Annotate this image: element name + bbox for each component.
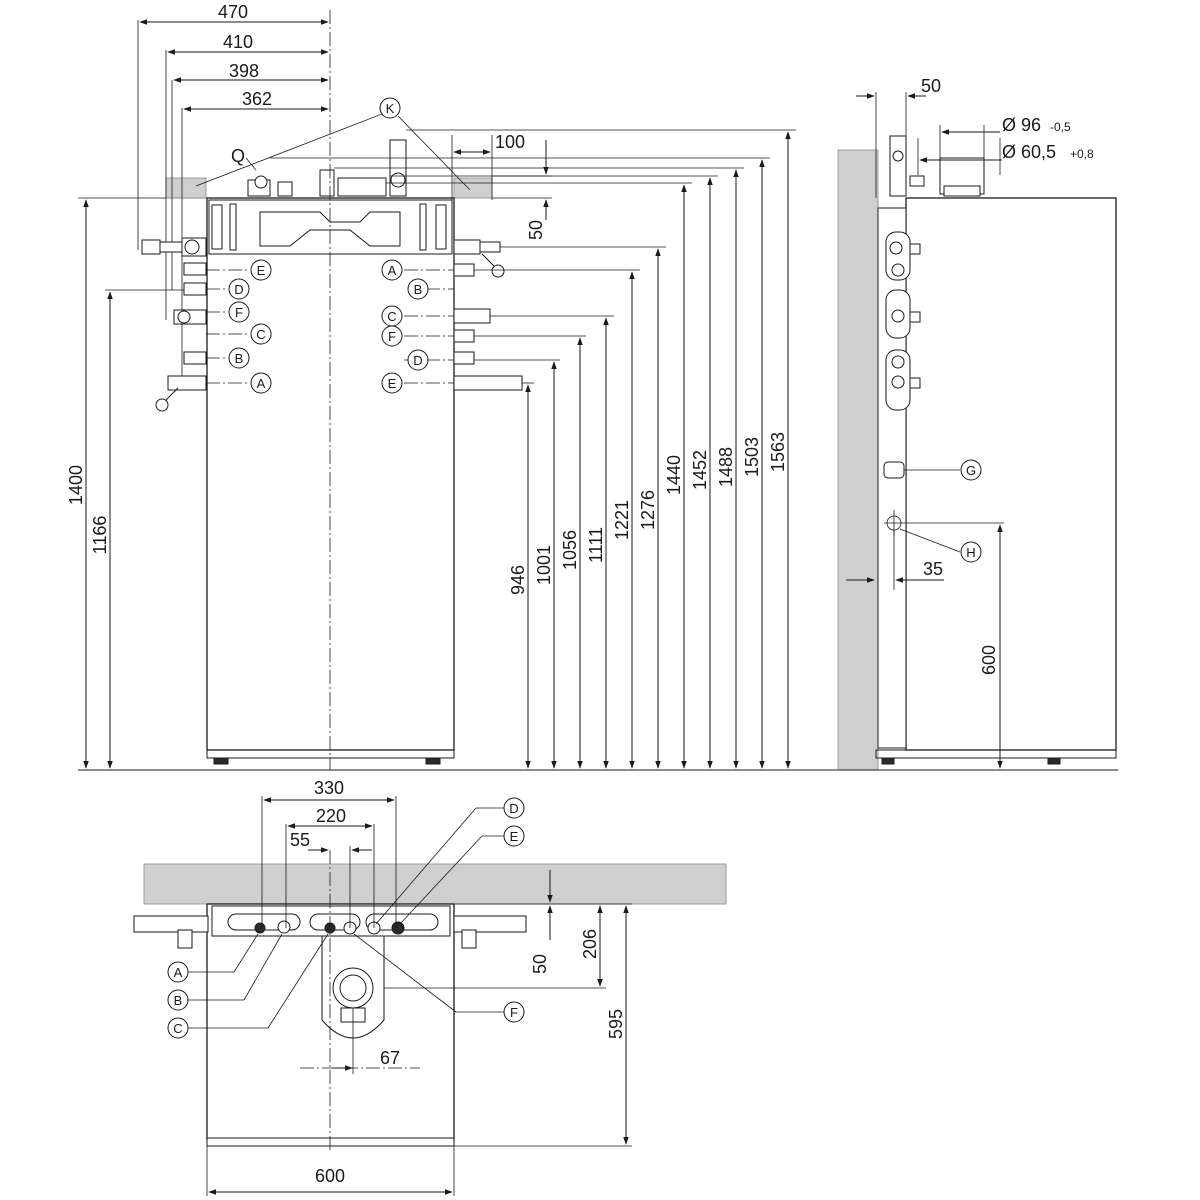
- dim-100: 100: [495, 132, 525, 152]
- dim-1452: 1452: [690, 450, 710, 490]
- top-label-f: F: [510, 1005, 518, 1020]
- dim-1563: 1563: [768, 432, 788, 472]
- dim-50-front: 50: [526, 220, 546, 240]
- side-view: 50 Ø 96 -0,5 Ø 60,5 +0,8 G H 35 600: [837, 76, 1118, 771]
- callout-k: K: [386, 101, 395, 116]
- top-label-d: D: [509, 801, 518, 816]
- dia-605-label: Ø 60,5: [1002, 142, 1056, 162]
- top-dim-330: 330: [314, 778, 344, 798]
- dim-1056: 1056: [560, 530, 580, 570]
- right-label-e: E: [388, 376, 397, 391]
- callout-q: Q: [231, 146, 245, 166]
- left-label-b: B: [235, 351, 244, 366]
- right-label-a: A: [388, 263, 397, 278]
- top-dim-595: 595: [606, 1009, 626, 1039]
- dim-1503: 1503: [742, 437, 762, 477]
- top-dim-220: 220: [316, 806, 346, 826]
- top-view: 330 220 55 67 600 50 206 595 A B: [133, 778, 727, 1196]
- top-dim-50: 50: [530, 954, 550, 974]
- left-label-a: A: [257, 376, 266, 391]
- top-dim-67: 67: [380, 1048, 400, 1068]
- side-dim-600: 600: [979, 645, 999, 675]
- left-label-d: D: [234, 282, 243, 297]
- front-view: 470 410 398 362 100 50 K Q: [66, 2, 838, 771]
- left-label-f: F: [235, 305, 243, 320]
- dim-1221: 1221: [612, 500, 632, 540]
- callout-g: G: [966, 463, 976, 478]
- dim-362: 362: [242, 89, 272, 109]
- dim-470: 470: [218, 2, 248, 22]
- right-label-c: C: [387, 309, 396, 324]
- dim-1276: 1276: [638, 490, 658, 530]
- dim-946: 946: [508, 565, 528, 595]
- dim-1488: 1488: [716, 447, 736, 487]
- side-dim-50: 50: [921, 76, 941, 96]
- right-label-f: F: [388, 329, 396, 344]
- dia-96-tolerance: -0,5: [1050, 120, 1071, 134]
- side-dim-35: 35: [923, 559, 943, 579]
- cabinet-side: [905, 197, 1117, 751]
- dim-398: 398: [229, 61, 259, 81]
- top-label-e: E: [510, 829, 519, 844]
- dim-1001: 1001: [534, 545, 554, 585]
- top-label-c: C: [173, 1021, 182, 1036]
- dia-605-tolerance: +0,8: [1070, 147, 1094, 161]
- top-label-b: B: [174, 993, 183, 1008]
- top-dim-55: 55: [290, 830, 310, 850]
- callout-h: H: [966, 545, 975, 560]
- dia-96-label: Ø 96: [1002, 115, 1041, 135]
- dim-1111: 1111: [586, 527, 606, 563]
- left-label-c: C: [256, 327, 265, 342]
- right-label-d: D: [413, 353, 422, 368]
- right-label-b: B: [414, 282, 423, 297]
- top-dim-600: 600: [315, 1166, 345, 1186]
- left-label-e: E: [257, 263, 266, 278]
- dim-1440: 1440: [664, 455, 684, 495]
- dim-410: 410: [223, 32, 253, 52]
- dim-1166: 1166: [90, 516, 110, 555]
- dim-1400: 1400: [66, 465, 86, 505]
- top-dim-206: 206: [580, 929, 600, 959]
- top-label-a: A: [174, 965, 183, 980]
